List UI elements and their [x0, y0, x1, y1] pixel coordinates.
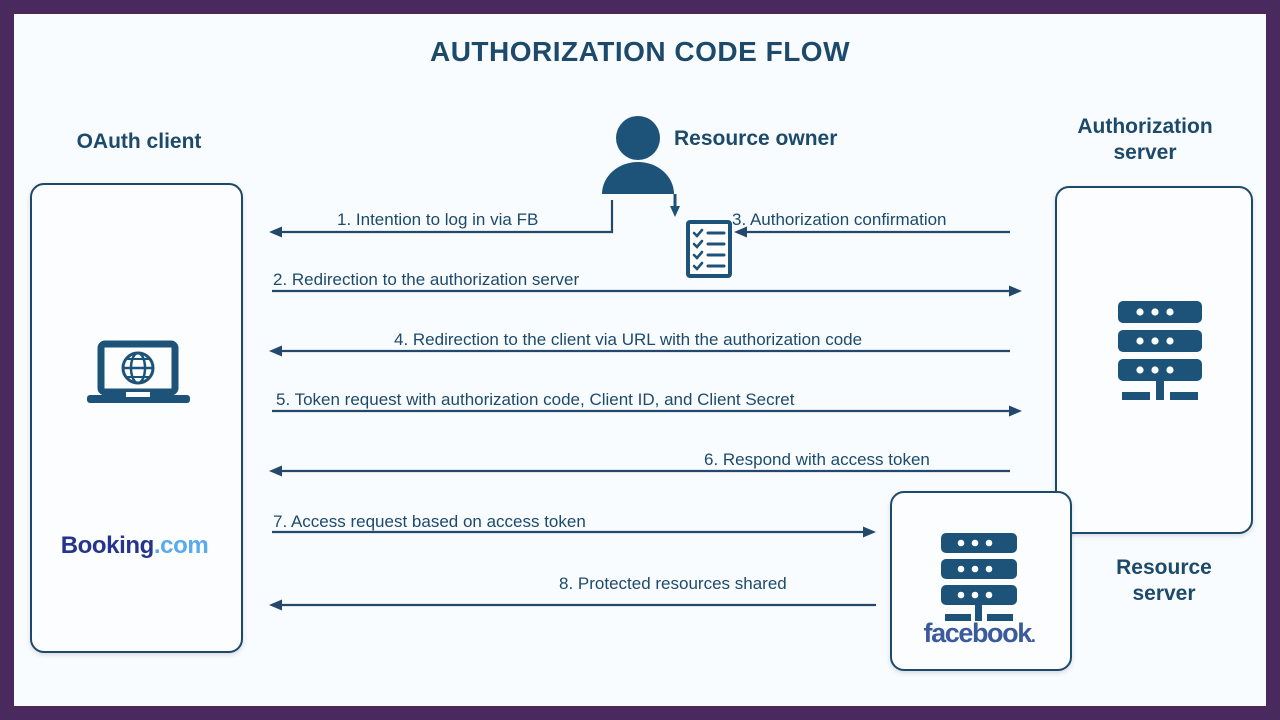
booking-logo: Booking.com [30, 532, 239, 560]
step-7-label: 7. Access request based on access token [273, 512, 586, 531]
step-2-arrow [272, 285, 1022, 297]
page-title: AUTHORIZATION CODE FLOW [429, 36, 851, 67]
step-8-label: 8. Protected resources shared [559, 574, 787, 593]
step-3-label: 3. Authorization confirmation [732, 210, 947, 229]
facebook-logo: facebook. [890, 618, 1068, 649]
booking-logo-primary: Booking [60, 532, 155, 559]
booking-logo-secondary: .com [153, 532, 209, 559]
resource-owner-label: Resource owner [674, 127, 838, 150]
facebook-logo-dot: . [1030, 626, 1036, 646]
server-icon-resource [941, 533, 1017, 621]
resource-server-label-line1: Resource [1116, 556, 1212, 579]
step-6-label: 6. Respond with access token [704, 450, 930, 469]
step-5-label: 5. Token request with authorization code… [276, 390, 795, 409]
diagram-canvas: AUTHORIZATION CODE FLOW OAuth client Aut… [14, 14, 1266, 706]
resource-server-label: Resource server [1074, 555, 1254, 608]
owner-to-checklist-arrow [670, 194, 680, 217]
oauth-client-box [30, 183, 243, 653]
authorization-server-label-line1: Authorization [1077, 115, 1213, 138]
authorization-server-label: Authorization server [1034, 114, 1256, 167]
icon-layer [87, 116, 1202, 621]
laptop-globe-icon [87, 340, 190, 403]
step-5-arrow [272, 405, 1022, 417]
step-1-arrow [269, 200, 614, 238]
resource-server-box [890, 491, 1072, 671]
server-icon-authorization [1118, 301, 1202, 400]
step-4-label: 4. Redirection to the client via URL wit… [394, 330, 863, 349]
resource-server-label-line2: server [1132, 582, 1196, 606]
step-6-arrow [269, 465, 1010, 477]
authorization-server-label-line2: server [1113, 141, 1177, 165]
step-4-arrow [269, 345, 1010, 357]
step-7-arrow [272, 526, 876, 538]
step-8-arrow [269, 599, 876, 611]
step-2-label: 2. Redirection to the authorization serv… [273, 270, 580, 289]
checklist-icon [686, 220, 732, 278]
step-3-arrow [734, 226, 1010, 238]
step-1-label: 1. Intention to log in via FB [337, 210, 539, 229]
facebook-logo-text: facebook [923, 618, 1033, 648]
oauth-client-label: OAuth client [76, 130, 202, 153]
person-icon [602, 116, 674, 194]
